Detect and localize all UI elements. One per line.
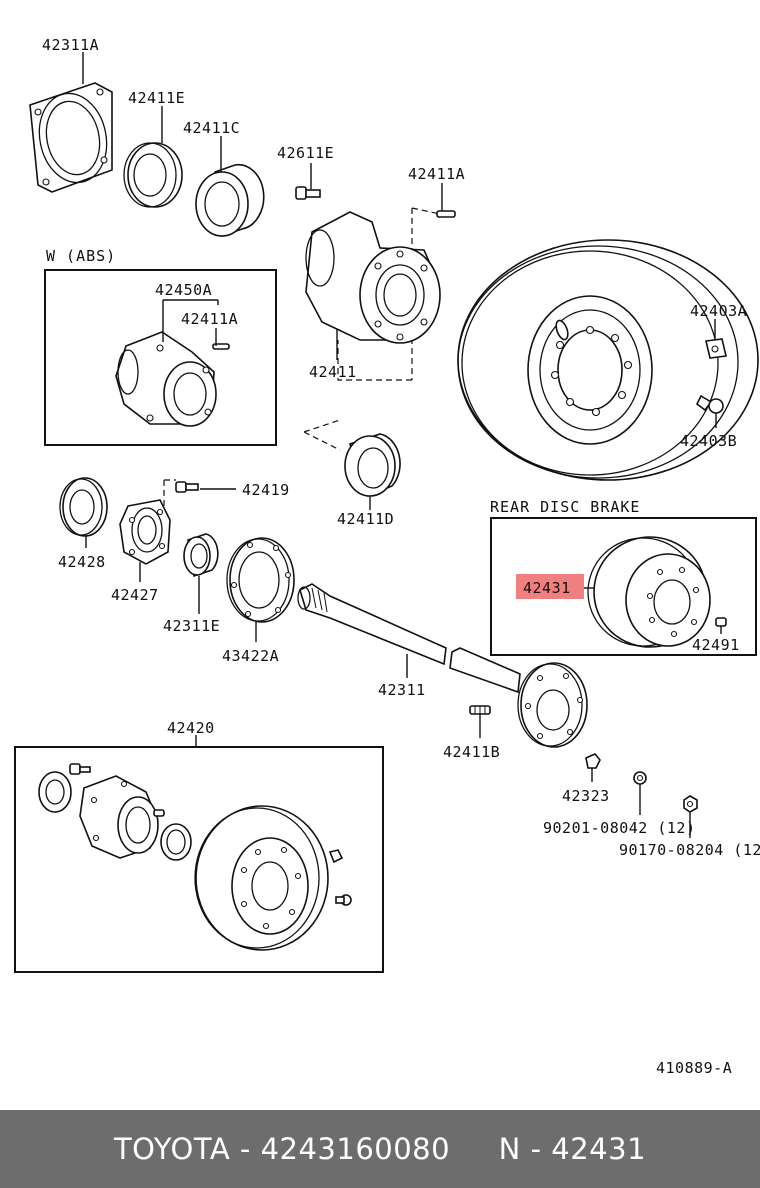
part-42411B-drawing: [469, 705, 491, 715]
footer-part-info: TOYOTA - 4243160080 N - 42431: [113, 1132, 647, 1166]
brake-drum-drawing: [457, 239, 759, 481]
label-42427: 42427: [111, 586, 159, 604]
part-42403A-drawing: [705, 338, 727, 359]
label-42411B: 42411B: [443, 743, 500, 761]
assembly-42420-drawing: [38, 763, 352, 951]
label-42403B: 42403B: [680, 432, 737, 450]
label-42411: 42411: [309, 363, 357, 381]
label-42411D: 42411D: [337, 510, 394, 528]
part-90170-08204-drawing: [683, 795, 698, 813]
part-42411D-drawing: [344, 433, 401, 498]
part-42428-drawing: [59, 477, 108, 537]
label-42419: 42419: [242, 481, 290, 499]
label-42411C: 42411C: [183, 119, 240, 137]
assembly-42420-box: [14, 746, 384, 973]
label-42611E: 42611E: [277, 144, 334, 162]
label-43422A: 43422A: [222, 647, 279, 665]
part-42411C-drawing: [195, 163, 265, 238]
part-42311A-drawing: [29, 82, 113, 193]
part-42311-drawing: [297, 583, 588, 748]
label-42450A: 42450A: [155, 281, 212, 299]
part-42431-drawing: [587, 536, 711, 648]
label-42431[interactable]: 42431: [523, 579, 571, 597]
label-42311E: 42311E: [163, 617, 220, 635]
part-42411A-abs-drawing: [212, 343, 230, 350]
part-42419-drawing: [175, 481, 199, 493]
label-42411A-abs: 42411A: [181, 310, 238, 328]
part-42450A-drawing: [115, 331, 217, 427]
label-42311: 42311: [378, 681, 426, 699]
part-42427-drawing: [119, 499, 171, 565]
part-42411A-top-drawing: [436, 210, 456, 218]
footer-bar: TOYOTA - 4243160080 N - 42431: [0, 1110, 760, 1188]
part-42611E-drawing: [295, 186, 321, 200]
part-42411-drawing: [305, 211, 441, 344]
diagram-code: 410889-A: [656, 1059, 732, 1077]
highlight-42431: [516, 574, 584, 599]
label-90201-08042: 90201-08042 (12): [543, 819, 696, 837]
abs-box: [44, 269, 277, 446]
label-42428: 42428: [58, 553, 106, 571]
part-42323-drawing: [585, 753, 601, 769]
parts-diagram: 42311A 42411E 42411C 42611E 42411A: [14, 36, 760, 1077]
label-90170-08204: 90170-08204 (12): [619, 841, 760, 859]
part-42491-drawing: [715, 617, 727, 627]
part-90201-08042-drawing: [633, 771, 647, 785]
label-42411A-top: 42411A: [408, 165, 465, 183]
part-42403B-drawing: [695, 394, 724, 414]
label-42420: 42420: [167, 719, 215, 737]
label-42411E: 42411E: [128, 89, 185, 107]
label-42403A: 42403A: [690, 302, 747, 320]
disc-box-title: REAR DISC BRAKE: [490, 498, 640, 516]
part-43422A-drawing: [226, 537, 295, 623]
label-42491: 42491: [692, 636, 740, 654]
label-42323: 42323: [562, 787, 610, 805]
disc-brake-box: [490, 517, 757, 656]
part-42311E-drawing: [183, 533, 219, 578]
label-42311A: 42311A: [42, 36, 99, 54]
abs-box-title: W (ABS): [46, 247, 116, 265]
part-42411E-drawing: [123, 142, 183, 208]
